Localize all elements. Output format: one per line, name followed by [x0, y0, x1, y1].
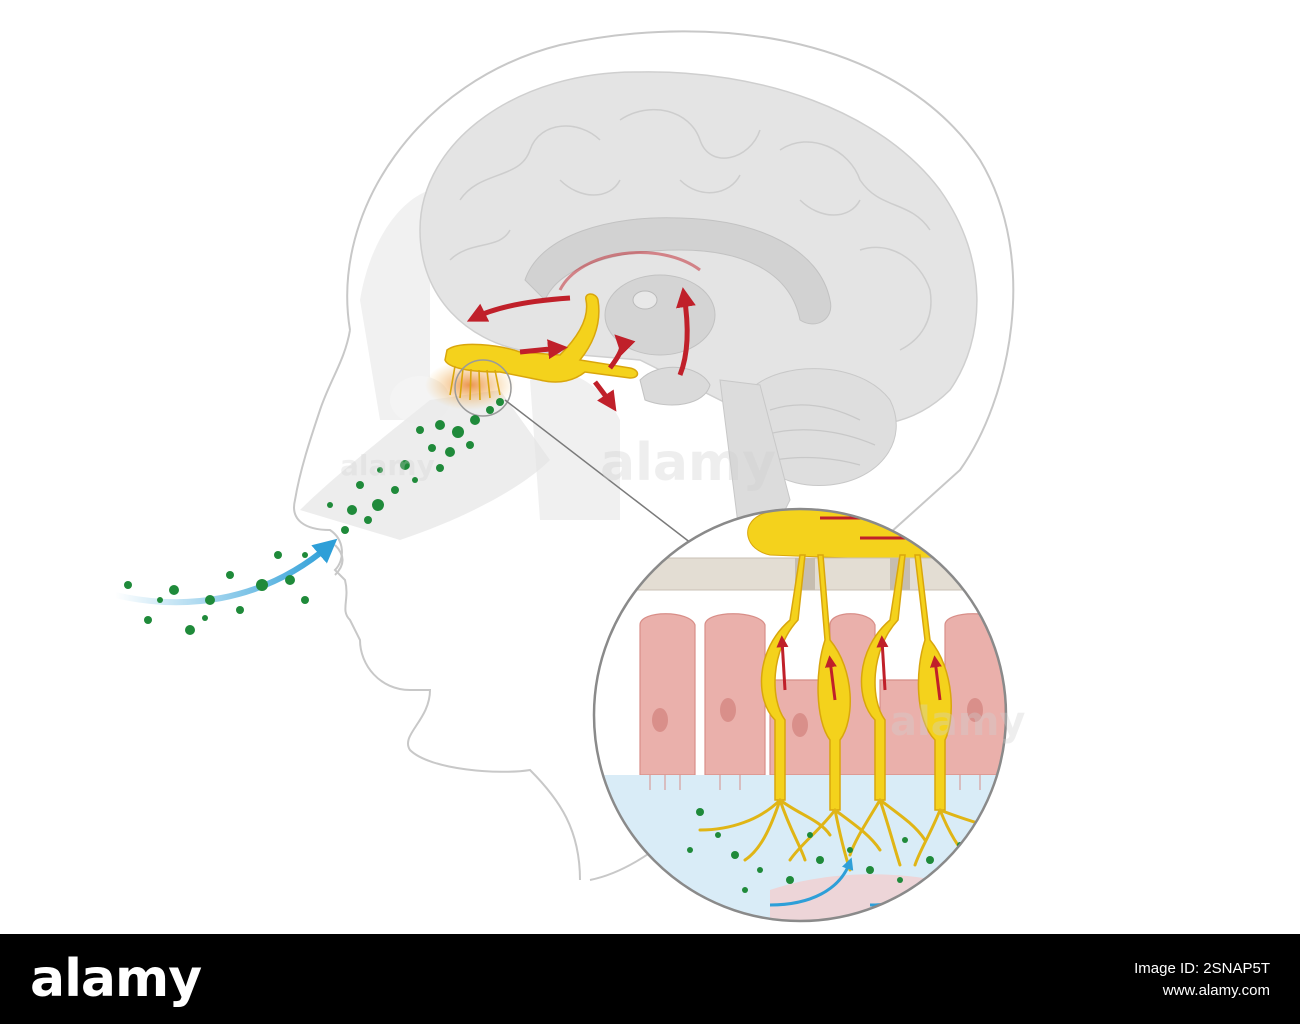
- alamy-logo[interactable]: alamy: [30, 949, 202, 1009]
- neural-signal-arrows: [466, 287, 696, 412]
- watermark-text-2: alamy: [890, 699, 1025, 745]
- watermark-text-3: alamy: [340, 449, 435, 482]
- odor-particles-air: [124, 551, 309, 635]
- odor-particles-nasal: [327, 398, 504, 534]
- neural-signal-arc: [558, 251, 701, 291]
- site-url[interactable]: www.alamy.com: [1162, 982, 1270, 999]
- watermark-text: alamy: [600, 433, 776, 493]
- olfaction-diagram: alamy alamy alamy: [114, 30, 1025, 923]
- image-meta: Image ID: 2SNAP5T www.alamy.com: [1134, 958, 1270, 1002]
- zoom-connector-line: [504, 399, 701, 551]
- stock-footer-bar: alamy Image ID: 2SNAP5T www.alamy.com: [0, 934, 1300, 1024]
- image-id: Image ID: 2SNAP5T: [1134, 960, 1270, 977]
- inhaled-air-arrow: [114, 538, 338, 606]
